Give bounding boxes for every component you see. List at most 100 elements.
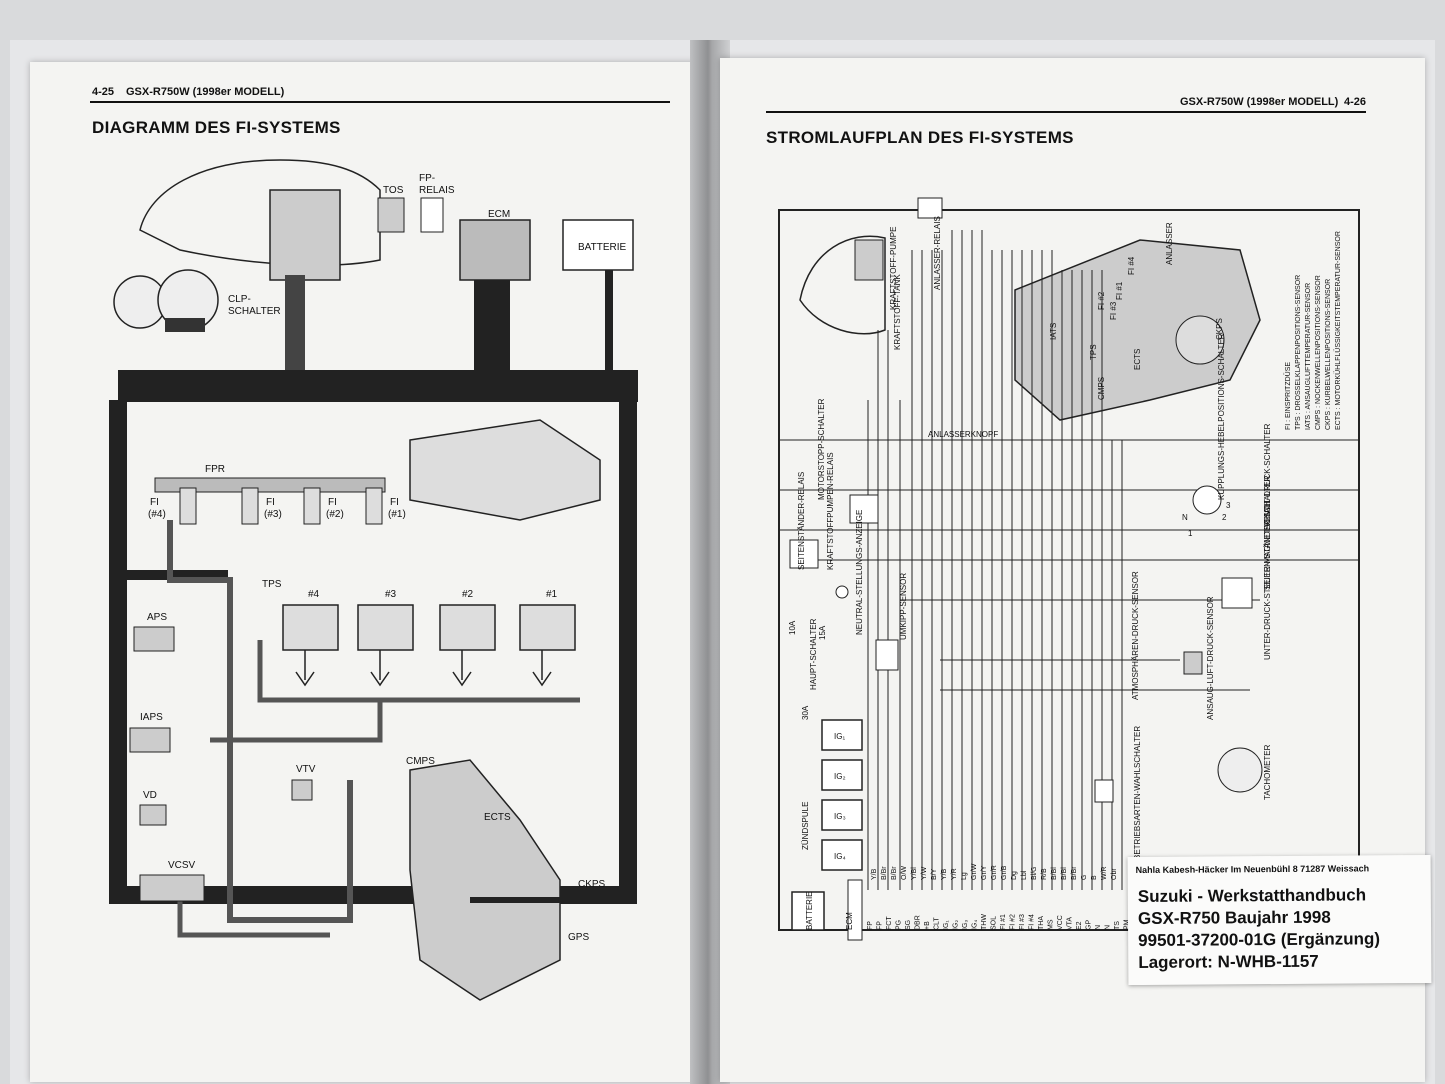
wire-color-label: B/Bl — [1061, 867, 1068, 880]
terminal-label: FI #1 — [1000, 914, 1007, 930]
ig3-coil — [821, 799, 863, 831]
wire-color-label: Gr/R — [991, 865, 998, 880]
fpr-label: FPR — [205, 464, 225, 475]
vacuum-hose-a — [167, 520, 353, 923]
legend-ckps: CKPS : KURBELWELLENPOSITIONS-SENSOR — [1325, 279, 1332, 430]
anlasser-motor-icon — [1175, 315, 1225, 365]
ecm-label: ECM — [488, 209, 510, 220]
ig2-label: IG₂ — [834, 772, 846, 781]
tps-label: TPS — [262, 579, 282, 590]
ig4-coil — [821, 839, 863, 871]
iaps-label: IAPS — [140, 712, 163, 723]
wire-color-label: Y/B — [941, 868, 948, 880]
batterie-label: BATTERIE — [578, 242, 626, 253]
ig1-label: IG₁ — [834, 732, 845, 741]
ckps-label: CKPS — [578, 879, 606, 890]
fi3-label-right: FI #3 — [1109, 301, 1118, 320]
kraftstoffpumpe-label: KRAFTSTOFF-PUMPE — [889, 227, 898, 310]
terminal-label: N — [1105, 925, 1112, 930]
kraftstoffpumpen-relais-icon — [849, 494, 879, 524]
wire-color-label: Dg — [1011, 871, 1018, 880]
terminal-label: FI #4 — [1029, 914, 1036, 930]
iaps-sensor-icon — [129, 727, 171, 753]
gear-3-label: 3 — [1226, 501, 1231, 510]
umkipp-sensor-icon — [875, 639, 899, 671]
ig4-label: IG₄ — [834, 852, 846, 861]
cyl2-label: #2 — [462, 589, 474, 600]
tos-label: TOS — [383, 185, 404, 196]
legend-iats: IATS : ANSAUGLUFTTEMPERATUR-SENSOR — [1305, 283, 1312, 430]
left-header-rule — [90, 101, 670, 103]
motorstopp-label: MOTORSTOPP-SCHALTER — [817, 398, 826, 500]
gear-n-label: N — [1182, 513, 1188, 522]
wire-color-label: B/Br — [1071, 866, 1078, 880]
fi4-label-a: FI — [150, 497, 159, 508]
wire-color-label: G — [1081, 875, 1088, 880]
terminal-label: PM — [1124, 919, 1131, 930]
vcsv-valve-icon — [139, 874, 205, 902]
ecm-harness — [474, 280, 510, 375]
terminal-label: FI #2 — [1010, 914, 1017, 930]
intake-arrows — [295, 650, 552, 687]
seitenstaender-relais-label: SEITENSTÄNDER-RELAIS — [797, 472, 806, 570]
terminal-label: MS — [1048, 919, 1055, 930]
terminal-label: SOL — [991, 916, 998, 930]
anlasserknopf-label: ANLASSERKNOPF — [928, 430, 998, 439]
right-header-rule — [766, 111, 1366, 113]
wire-color-label: Bl/G — [1031, 866, 1038, 880]
left-header-model: GSX-R750W (1998er MODELL) — [126, 86, 285, 98]
terminal-label: PG — [896, 920, 903, 930]
injector-2-icon — [303, 487, 321, 525]
terminal-label: FP — [867, 921, 874, 930]
vcsv-label: VCSV — [168, 860, 196, 871]
fi2-label-b: (#2) — [326, 509, 344, 520]
batterie-cell-icon — [791, 891, 825, 931]
terminal-label: THW — [981, 914, 988, 930]
terminal-label: IG₁ — [943, 920, 950, 930]
injector-4-icon — [179, 487, 197, 525]
cmps-label: CMPS — [406, 756, 435, 767]
kraftstofftank-icon — [799, 235, 886, 335]
throttle-bodies — [282, 604, 576, 651]
gauge-display — [165, 318, 205, 332]
terminal-label: +B — [924, 921, 931, 930]
vacuum-hose-c — [210, 700, 383, 743]
injector-3-icon — [241, 487, 259, 525]
wire-color-label: Lbl — [1021, 870, 1028, 880]
vtv-label: VTV — [296, 764, 316, 775]
terminal-label: VCC — [1057, 915, 1064, 930]
right-header-model: GSX-R750W (1998er MODELL) — [1180, 96, 1339, 108]
kupplung-label: KUPPLUNGS-HEBELPOSITIONS-SCHALTER — [1217, 333, 1226, 500]
clp-label-1: CLP- — [228, 294, 251, 305]
legend: FI : EINSPRITZDÜSE TPS : DROSSELKLAPPENP… — [1284, 231, 1342, 430]
main-harness-frame — [109, 400, 637, 904]
umkipp-label: UMKIPP-SENSOR — [899, 573, 908, 640]
kraftstoffpumpe-icon — [854, 239, 884, 281]
batterie-label-right: BATTERIE — [805, 891, 814, 930]
wiring-frame — [778, 209, 1360, 931]
injector-1-icon — [365, 487, 383, 525]
vacuum-hose-b — [257, 640, 580, 703]
terminal-label: IG₃ — [962, 920, 969, 930]
seitenstaender-schalter-label: SEITEN-STÄNDER-SCHALTER — [1263, 475, 1272, 590]
unterdruck-ventil-icon — [1221, 577, 1253, 609]
tps-label-right: TPS — [1089, 344, 1098, 360]
wire-color-label: Y/B — [871, 868, 878, 880]
wire-color-label: Y/Bl — [911, 867, 918, 880]
fuse-15a-label: 15A — [818, 625, 827, 640]
clp-label-2: SCHALTER — [228, 306, 281, 317]
fp-relais-label-1: FP- — [419, 173, 435, 184]
legend-fi: FI : EINSPRITZDÜSE — [1284, 362, 1292, 430]
anlasser-label: ANLASSER — [1165, 222, 1174, 265]
anlasser-relais-icon — [917, 197, 943, 219]
sticker-part-number: 99501-37200-01G (Ergänzung) — [1138, 929, 1381, 950]
schaltdruck-schalter-icon — [1192, 485, 1222, 515]
sticker-model: GSX-R750 Baujahr 1998 — [1137, 907, 1331, 928]
cmps-label-right: CMPS — [1097, 377, 1106, 400]
left-page-number: 4-25 — [92, 86, 115, 98]
unterdruck-label: UNTER-DRUCK-STEUER-MAGNET-VENTIL — [1263, 499, 1272, 660]
gear-1-label: 1 — [1188, 529, 1193, 538]
ansaug-label: ANSAUG-LUFT-DRUCK-SENSOR — [1206, 596, 1215, 720]
